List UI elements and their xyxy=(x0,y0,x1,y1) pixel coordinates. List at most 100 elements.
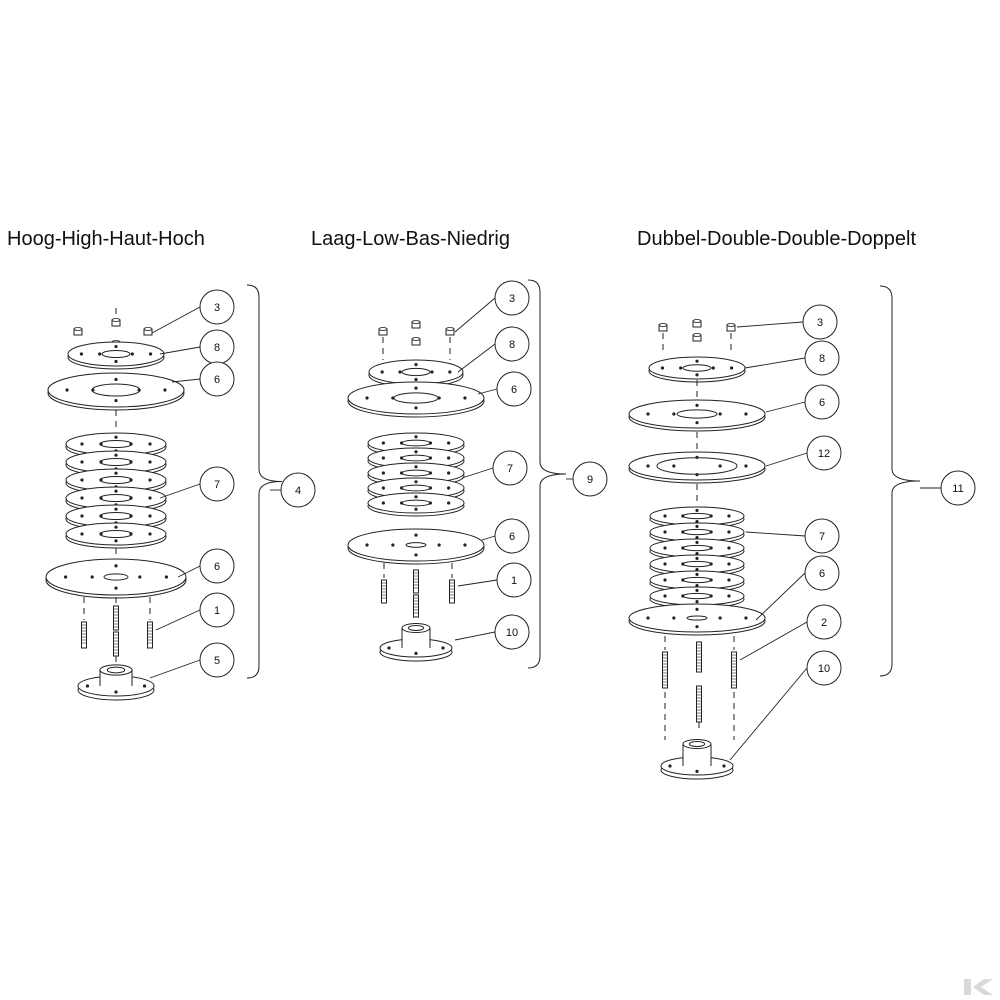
disc-8 xyxy=(368,359,464,388)
nut-part xyxy=(692,333,702,342)
disc-7 xyxy=(649,506,745,529)
bolt-part xyxy=(662,651,668,689)
disc-6-top xyxy=(347,381,485,418)
callout-label: 7 xyxy=(819,531,825,543)
disc-7 xyxy=(367,492,465,517)
callout-label: 10 xyxy=(818,663,830,675)
callout-label: 6 xyxy=(819,397,825,409)
callout-label: 3 xyxy=(509,293,515,305)
callout-label: 3 xyxy=(214,302,220,314)
callout-label: 5 xyxy=(214,655,220,667)
callout-label: 7 xyxy=(507,463,513,475)
bolt-part xyxy=(731,651,737,689)
callout-6: 6 xyxy=(171,361,235,397)
callout-3: 3 xyxy=(736,304,838,340)
callout-6: 6 xyxy=(765,384,840,420)
hub-10 xyxy=(660,739,734,780)
assembly-low: 3 8 6 7 6 1 10 9 xyxy=(347,279,608,669)
disc-7 xyxy=(649,554,745,577)
callout-label: 6 xyxy=(511,384,517,396)
callout-1: 1 xyxy=(155,592,235,631)
nut-part xyxy=(692,319,702,328)
callout-6: 6 xyxy=(177,548,235,584)
assembly-high: 3 8 6 7 6 1 5 4 xyxy=(45,284,316,701)
callout-6: 6 xyxy=(755,555,840,621)
bolt-part xyxy=(147,621,153,649)
callout-8: 8 xyxy=(744,340,840,376)
title-high: Hoog-High-Haut-Hoch xyxy=(7,228,205,250)
callout-label: 10 xyxy=(506,627,518,639)
callout-12: 12 xyxy=(765,435,842,471)
callout-1: 1 xyxy=(457,562,532,598)
disc-6-top xyxy=(628,399,766,432)
callout-7: 7 xyxy=(461,450,528,486)
callout-label: 11 xyxy=(952,483,963,495)
callout-6: 6 xyxy=(477,371,532,407)
nut-part xyxy=(411,320,421,329)
callout-label: 8 xyxy=(214,342,220,354)
callout-7: 7 xyxy=(159,466,235,502)
callout-11: 11 xyxy=(920,470,976,506)
callout-9: 9 xyxy=(566,461,608,497)
callout-label: 2 xyxy=(821,617,827,629)
assembly-brace xyxy=(879,285,921,677)
callout-6: 6 xyxy=(481,518,530,554)
nut-part xyxy=(73,327,83,336)
bolt-part xyxy=(696,641,702,673)
disc-7 xyxy=(65,504,167,531)
nut-part xyxy=(411,337,421,346)
callout-label: 6 xyxy=(214,374,220,386)
callout-2: 2 xyxy=(739,604,842,661)
callout-5: 5 xyxy=(149,642,235,679)
disc-7 xyxy=(649,522,745,545)
nut-part xyxy=(726,323,736,332)
bolt-part xyxy=(449,579,455,604)
callout-label: 6 xyxy=(819,568,825,580)
disc-8 xyxy=(67,341,165,370)
disc-7 xyxy=(649,570,745,593)
callout-label: 3 xyxy=(817,317,823,329)
callout-label: 6 xyxy=(509,531,515,543)
k-logo-icon xyxy=(964,979,993,995)
assembly-brace xyxy=(527,279,567,669)
callout-label: 4 xyxy=(295,485,301,497)
disc-6-bottom xyxy=(628,603,766,636)
bolt-part xyxy=(113,631,119,657)
bolt-part xyxy=(696,685,702,723)
callout-8: 8 xyxy=(457,326,530,373)
hub-10 xyxy=(379,623,453,662)
callout-10: 10 xyxy=(729,650,842,761)
callout-label: 1 xyxy=(511,575,517,587)
callout-label: 6 xyxy=(214,561,220,573)
title-low: Laag-Low-Bas-Niedrig xyxy=(311,228,510,250)
assembly-brace xyxy=(246,284,283,679)
disc-7 xyxy=(649,538,745,561)
disc-12 xyxy=(628,451,766,484)
callout-label: 9 xyxy=(587,474,593,486)
callout-3: 3 xyxy=(151,289,235,334)
title-double: Dubbel-Double-Double-Doppelt xyxy=(637,228,917,250)
bolt-part xyxy=(81,621,87,649)
disc-6-bottom xyxy=(347,528,485,565)
callout-label: 1 xyxy=(214,605,220,617)
disc-8 xyxy=(648,356,746,383)
bolt-part xyxy=(113,605,119,631)
callout-7: 7 xyxy=(745,518,840,554)
hub-5 xyxy=(77,664,155,701)
bolt-part xyxy=(381,579,387,604)
disc-7 xyxy=(65,468,167,495)
disc-6-top xyxy=(47,372,185,411)
nut-part xyxy=(445,327,455,336)
callout-label: 8 xyxy=(509,339,515,351)
assembly-double: 3 8 6 12 7 6 2 10 11 xyxy=(628,285,976,780)
nut-part xyxy=(143,327,153,336)
callout-4: 4 xyxy=(270,472,316,508)
nut-part xyxy=(378,327,388,336)
bolt-part xyxy=(413,594,419,618)
callout-label: 12 xyxy=(818,448,830,460)
disc-6-bottom xyxy=(45,558,187,599)
callout-8: 8 xyxy=(159,329,235,365)
nut-part xyxy=(658,323,668,332)
nut-part xyxy=(111,318,121,327)
